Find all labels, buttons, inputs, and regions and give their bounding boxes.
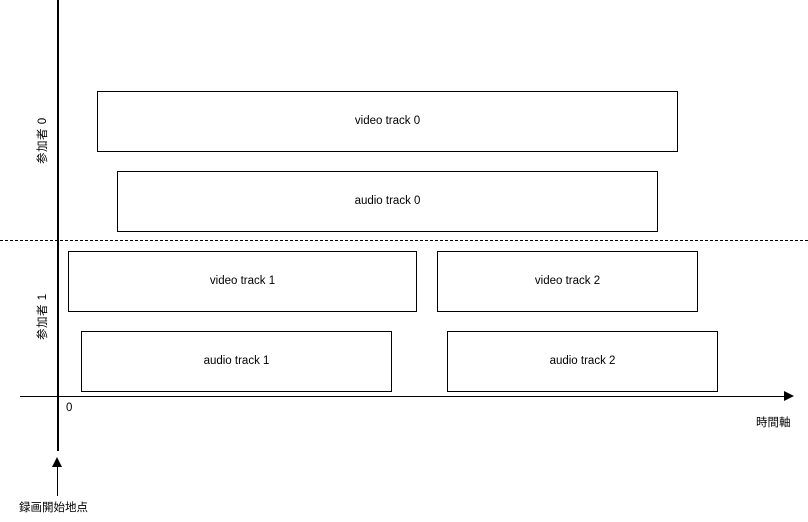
lane-label-participant-1: 参加者 1: [37, 293, 49, 340]
track-label: audio track 0: [354, 194, 421, 207]
track-box-audio-track-2[interactable]: audio track 2: [447, 331, 718, 392]
origin-label: 0: [66, 402, 73, 414]
track-box-audio-track-0[interactable]: audio track 0: [117, 171, 658, 232]
track-label: video track 2: [534, 274, 601, 287]
track-label: audio track 2: [549, 354, 616, 367]
recording-start-label: 録画開始地点: [19, 502, 88, 514]
participant-divider: [0, 240, 808, 241]
time-axis-line: [20, 396, 790, 397]
callout-arrow-shaft: [57, 466, 58, 496]
track-label: audio track 1: [203, 354, 270, 367]
track-label: video track 0: [354, 114, 421, 127]
track-box-video-track-2[interactable]: video track 2: [437, 251, 698, 312]
track-box-audio-track-1[interactable]: audio track 1: [81, 331, 392, 392]
time-axis-arrow-icon: [784, 391, 794, 401]
time-axis-label: 時間軸: [756, 417, 791, 429]
lane-label-participant-0: 参加者 0: [37, 117, 49, 164]
track-box-video-track-1[interactable]: video track 1: [68, 251, 417, 312]
vertical-axis: [57, 0, 59, 451]
track-box-video-track-0[interactable]: video track 0: [97, 91, 678, 152]
up-arrow-icon: [52, 457, 62, 467]
track-label: video track 1: [209, 274, 276, 287]
